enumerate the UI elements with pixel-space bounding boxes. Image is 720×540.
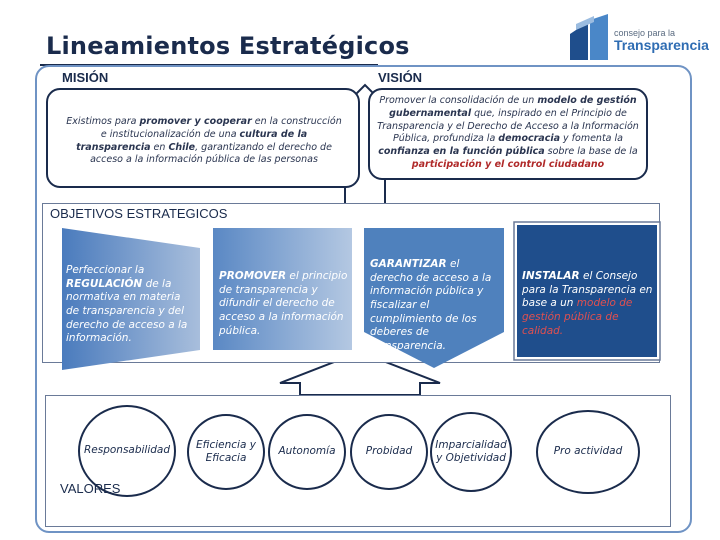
objetivo-panel-4 bbox=[517, 225, 657, 357]
objetivo-text-2: PROMOVER el principio de transparencia y… bbox=[219, 270, 348, 337]
logo-icon bbox=[570, 14, 608, 60]
objetivo-panel-3 bbox=[364, 228, 504, 368]
objetivos-heading: OBJETIVOS ESTRATEGICOS bbox=[50, 206, 228, 221]
vision-text: Promover la consolidación de un modelo d… bbox=[377, 95, 639, 171]
page-title: Lineamientos Estratégicos bbox=[46, 32, 410, 60]
valor-responsabilidad: Responsabilidad bbox=[78, 405, 176, 497]
mision-box: Existimos para promover y cooperar en la… bbox=[46, 88, 360, 188]
vision-box: Promover la consolidación de un modelo d… bbox=[368, 88, 648, 180]
objetivo-panel-2 bbox=[213, 228, 352, 350]
mision-heading: MISIÓN bbox=[62, 70, 109, 85]
logo-name: Transparencia bbox=[614, 37, 709, 53]
valor-eficiencia: Eficiencia y Eficacia bbox=[187, 414, 265, 490]
valor-probidad: Probidad bbox=[350, 414, 428, 490]
objetivo-text-1: Perfeccionar la REGULACIÓN de la normati… bbox=[66, 264, 188, 345]
outer-frame bbox=[35, 65, 692, 533]
valor-imparcialidad: Imparcialidad y Objetividad bbox=[430, 412, 512, 492]
objetivo-panel-1 bbox=[62, 228, 200, 370]
logo-subtitle: consejo para la bbox=[614, 28, 676, 38]
valor-autonomia: Autonomía bbox=[268, 414, 346, 490]
valores-heading: VALORES bbox=[60, 481, 121, 496]
mision-text: Existimos para promover y cooperar en la… bbox=[66, 116, 342, 166]
vision-heading: VISIÓN bbox=[378, 70, 423, 85]
valor-proactividad: Pro actividad bbox=[536, 410, 640, 494]
objetivo-text-4: INSTALAR el Consejo para la Transparenci… bbox=[522, 270, 653, 337]
objetivo-text-3: GARANTIZAR el derecho de acceso a la inf… bbox=[370, 258, 492, 352]
